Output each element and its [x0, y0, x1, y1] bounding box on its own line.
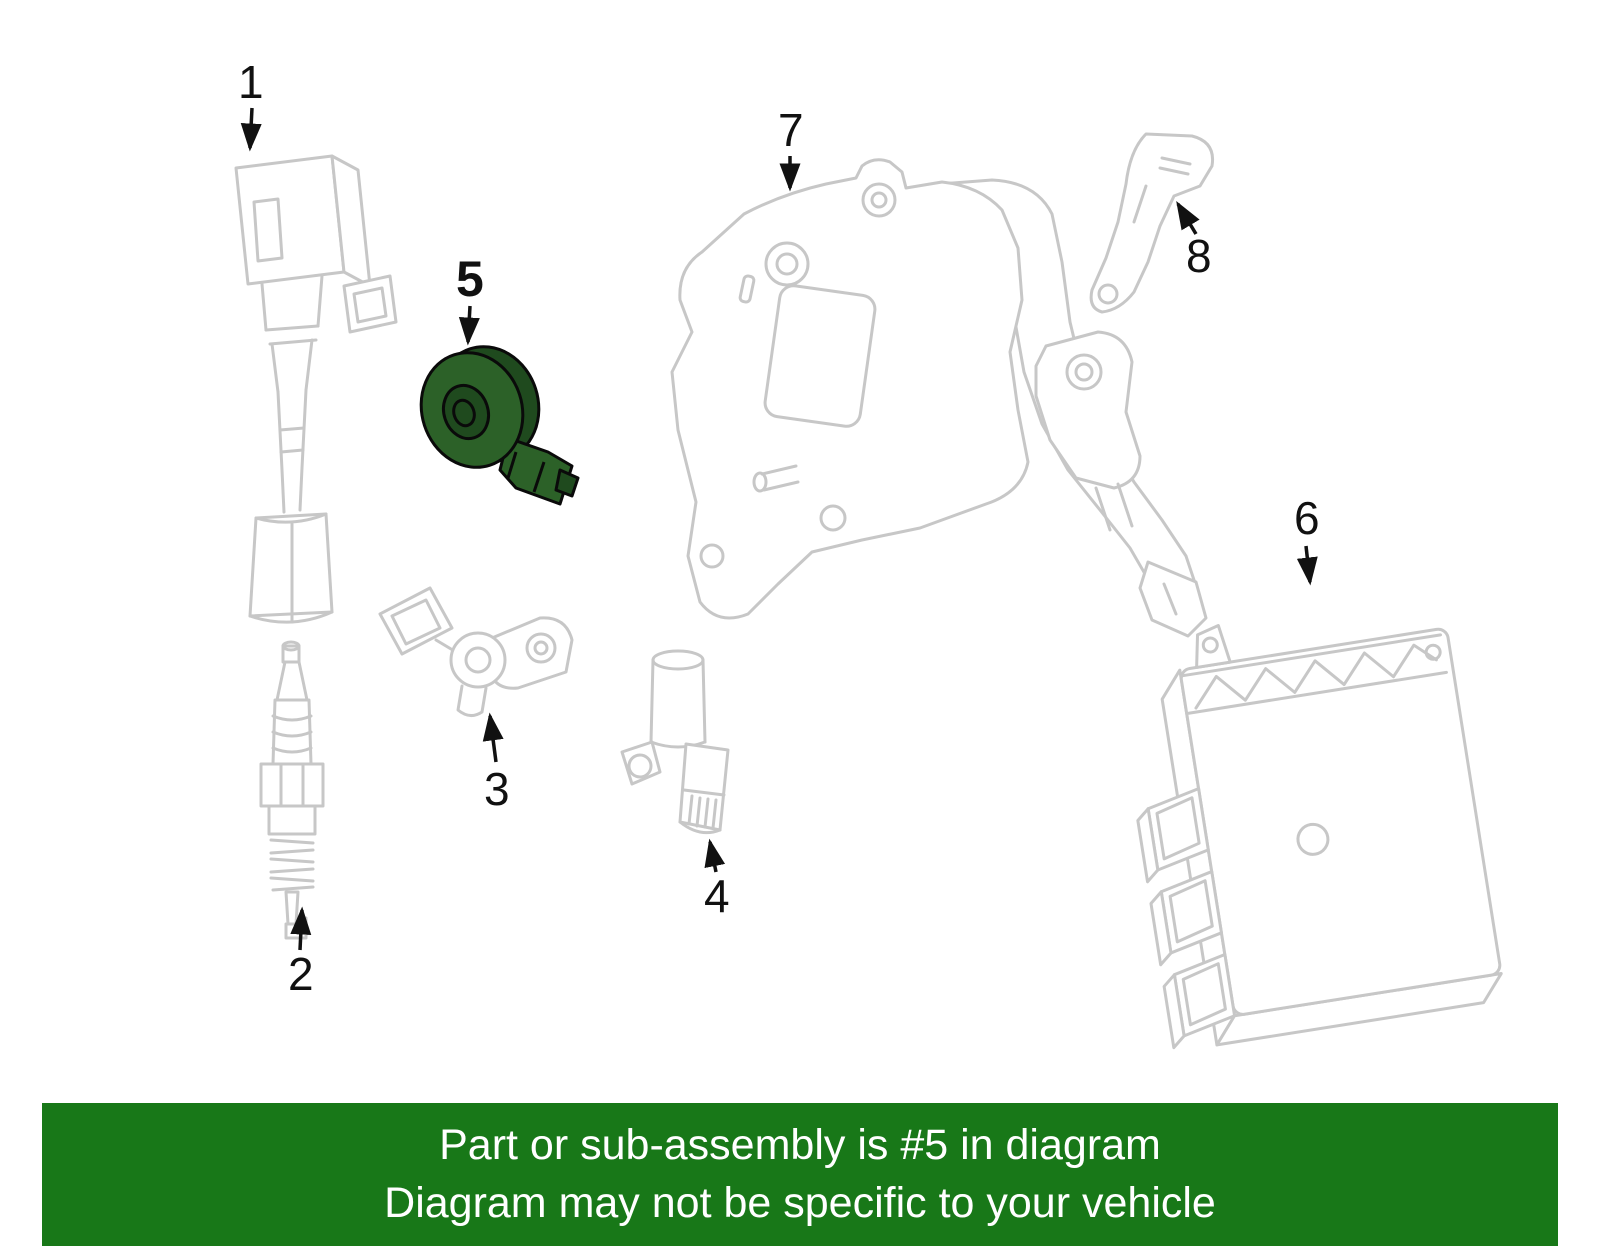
sensor-bracket-drawing	[1089, 132, 1215, 314]
part-2-label: 2	[288, 948, 314, 1000]
part-4-label: 4	[704, 870, 730, 922]
crankshaft-position-sensor-drawing	[620, 649, 730, 835]
part-3-arrow	[482, 712, 504, 763]
callouts: 1 2 3 4 5 6 7 8	[238, 56, 1320, 1000]
highlight-banner: Part or sub-assembly is #5 in diagram Di…	[42, 1103, 1558, 1246]
part-6-label: 6	[1294, 492, 1320, 544]
part-4-arrow	[704, 838, 726, 873]
part-6-arrow	[1296, 545, 1318, 586]
part-8-label: 8	[1186, 230, 1212, 282]
part-8-arrow	[1176, 200, 1200, 235]
parts-diagram: 1 2 3 4 5 6 7 8	[234, 56, 1503, 1050]
ignition-coil-drawing	[234, 154, 398, 624]
part-1-arrow	[240, 107, 262, 152]
part-7-label: 7	[778, 104, 804, 156]
part-2-arrow	[290, 906, 312, 951]
part-3-label: 3	[484, 763, 510, 815]
spark-plug-drawing	[259, 640, 325, 940]
camshaft-position-sensor-drawing	[378, 586, 574, 717]
banner-line-2: Diagram may not be specific to your vehi…	[384, 1178, 1216, 1227]
mounting-bracket-drawing	[670, 158, 1208, 638]
part-1-label: 1	[238, 56, 264, 108]
knock-sensor-drawing	[419, 345, 580, 506]
engine-control-module-drawing	[1136, 624, 1503, 1050]
part-5-label: 5	[456, 251, 484, 307]
banner-line-1: Part or sub-assembly is #5 in diagram	[439, 1120, 1161, 1169]
part-5-arrow	[458, 305, 480, 346]
